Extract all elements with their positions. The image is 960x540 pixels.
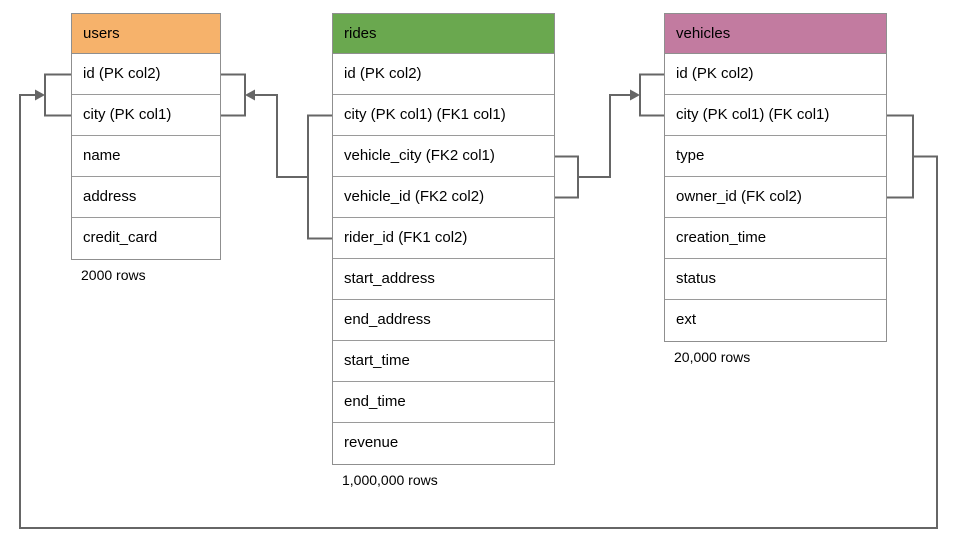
table-column-row: ext <box>676 311 697 328</box>
table-column-row: city (PK col1) <box>72 95 220 136</box>
table-column-row: end_time <box>333 382 554 423</box>
table-column-row: owner_id (FK col2) <box>665 177 886 218</box>
table-column-row: status <box>665 259 886 300</box>
table-column-row: vehicle_city (FK2 col1) <box>333 136 554 177</box>
users-left-bracket <box>44 73 71 117</box>
table-rides-rowcount: 1,000,000 rows <box>342 472 438 488</box>
arrowhead-right-icon <box>35 89 45 101</box>
table-column-row: rider_id (FK1 col2) <box>333 218 554 259</box>
arrowhead-right-icon <box>630 89 640 101</box>
arrowhead-left-icon <box>245 89 255 101</box>
table-column-row: city (PK col1) (FK1 col1) <box>333 95 554 136</box>
table-column-row: id (PK col2) <box>665 54 886 95</box>
table-column-row: id (PK col2) <box>72 54 220 95</box>
table-rides: rides id (PK col2)city (PK col1) (FK1 co… <box>332 13 555 465</box>
connector-line <box>578 94 631 178</box>
table-column-row: credit_card <box>83 229 158 246</box>
table-column-row: address <box>72 177 220 218</box>
table-vehicles: vehicles id (PK col2)city (PK col1) (FK … <box>664 13 887 342</box>
table-column-row: revenue <box>344 434 399 451</box>
table-column-row: start_address <box>333 259 554 300</box>
table-users-rowcount: 2000 rows <box>81 267 146 283</box>
table-users-header: users <box>72 14 220 54</box>
table-column-row: city (PK col1) (FK col1) <box>665 95 886 136</box>
users-right-bracket <box>220 73 246 117</box>
table-column-row: vehicle_id (FK2 col2) <box>333 177 554 218</box>
table-vehicles-rows: id (PK col2)city (PK col1) (FK col1)type… <box>665 54 886 341</box>
vehicles-left-bracket <box>639 73 664 117</box>
table-column-row: creation_time <box>665 218 886 259</box>
table-column-row: end_address <box>333 300 554 341</box>
table-column-row: type <box>665 136 886 177</box>
table-vehicles-rowcount: 20,000 rows <box>674 349 751 365</box>
table-rides-rows: id (PK col2)city (PK col1) (FK1 col1)veh… <box>333 54 554 464</box>
table-column-row: name <box>72 136 220 177</box>
table-rides-header: rides <box>333 14 554 54</box>
table-column-row: id (PK col2) <box>333 54 554 95</box>
connector-line <box>254 94 308 178</box>
rides-right-bracket <box>555 155 579 199</box>
table-column-row: start_time <box>333 341 554 382</box>
connector-rides-to-users <box>220 73 332 240</box>
vehicles-right-bracket <box>887 114 914 199</box>
table-vehicles-header: vehicles <box>665 14 886 54</box>
connector-rides-to-vehicles <box>555 73 664 199</box>
rides-left-bracket <box>307 114 332 240</box>
